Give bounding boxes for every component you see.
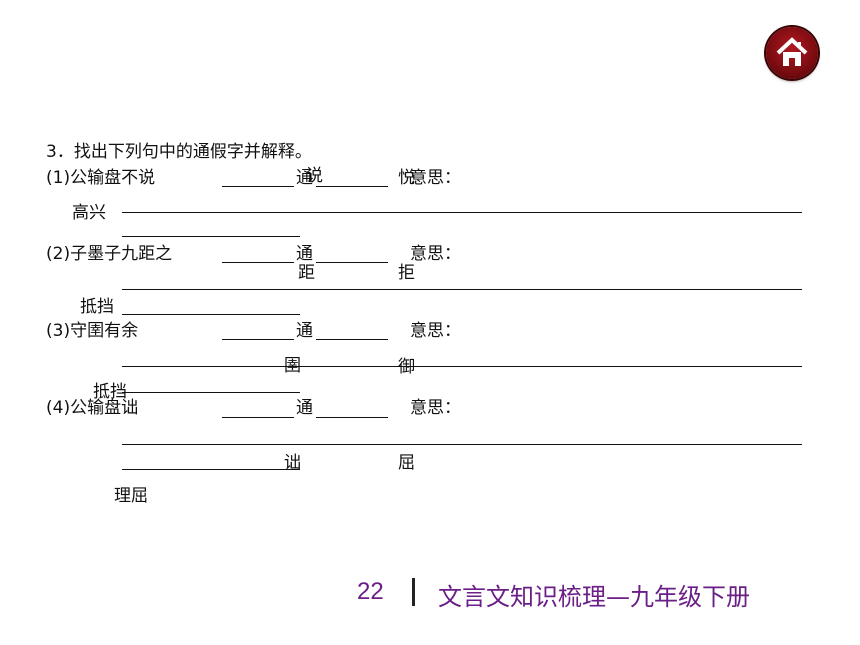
item-1-blank-c[interactable] <box>122 212 802 213</box>
item-1-sentence: (1)公输盘不说 <box>46 168 156 188</box>
item-3-blank-a[interactable] <box>222 339 294 340</box>
item-4-explanation: 理屈 <box>114 486 148 506</box>
item-1-answer-a: 说 <box>306 166 323 186</box>
item-3-answer-a: 圉 <box>284 356 301 376</box>
item-4-sentence: (4)公输盘诎 <box>46 398 139 418</box>
item-4-tong: 通 <box>296 398 313 418</box>
item-3-blank-c[interactable] <box>122 366 802 367</box>
item-2-blank-d[interactable] <box>122 314 300 315</box>
item-3-tong: 通 <box>296 321 313 341</box>
item-1-blank-d[interactable] <box>122 236 300 237</box>
item-3-explanation: 抵挡 <box>93 382 127 402</box>
item-2-blank-c[interactable] <box>122 289 802 290</box>
item-3-blank-b[interactable] <box>316 339 388 340</box>
item-4-answer-a: 诎 <box>284 453 301 473</box>
home-icon <box>776 37 808 66</box>
item-2-meaning-label: 意思： <box>410 244 461 264</box>
item-1-answer-b: 悦 <box>398 168 415 188</box>
item-3-answer-b: 御 <box>398 357 415 377</box>
footer-divider <box>412 578 415 606</box>
item-1-blank-a[interactable] <box>222 186 294 187</box>
item-3-blank-d[interactable] <box>122 392 300 393</box>
item-2-blank-b[interactable] <box>316 262 388 263</box>
page-number: 22 <box>357 578 384 605</box>
item-4-blank-d[interactable] <box>122 469 300 470</box>
item-2-sentence: (2)子墨子九距之 <box>46 244 173 264</box>
item-1-meaning-label: 意思： <box>410 168 461 188</box>
item-2-tong: 通 <box>296 244 313 264</box>
item-4-meaning-label: 意思： <box>410 398 461 418</box>
footer-title: 文言文知识梳理—九年级下册 <box>438 583 750 611</box>
item-2-blank-a[interactable] <box>222 262 294 263</box>
item-3-meaning-label: 意思： <box>410 321 461 341</box>
item-2-explanation: 抵挡 <box>80 297 114 317</box>
item-4-blank-a[interactable] <box>222 417 294 418</box>
item-4-answer-b: 屈 <box>398 453 415 473</box>
item-3-sentence: (3)守圉有余 <box>46 321 139 341</box>
item-2-answer-b: 拒 <box>398 263 415 283</box>
item-1-blank-b[interactable] <box>316 186 388 187</box>
item-1-tong: 通 <box>296 168 313 188</box>
item-1-explanation: 高兴 <box>72 203 106 223</box>
question-title: 3．找出下列句中的通假字并解释。 <box>46 142 312 162</box>
item-4-blank-c[interactable] <box>122 444 802 445</box>
item-2-answer-a: 距 <box>298 263 315 283</box>
home-button[interactable] <box>766 27 818 79</box>
item-4-blank-b[interactable] <box>316 417 388 418</box>
